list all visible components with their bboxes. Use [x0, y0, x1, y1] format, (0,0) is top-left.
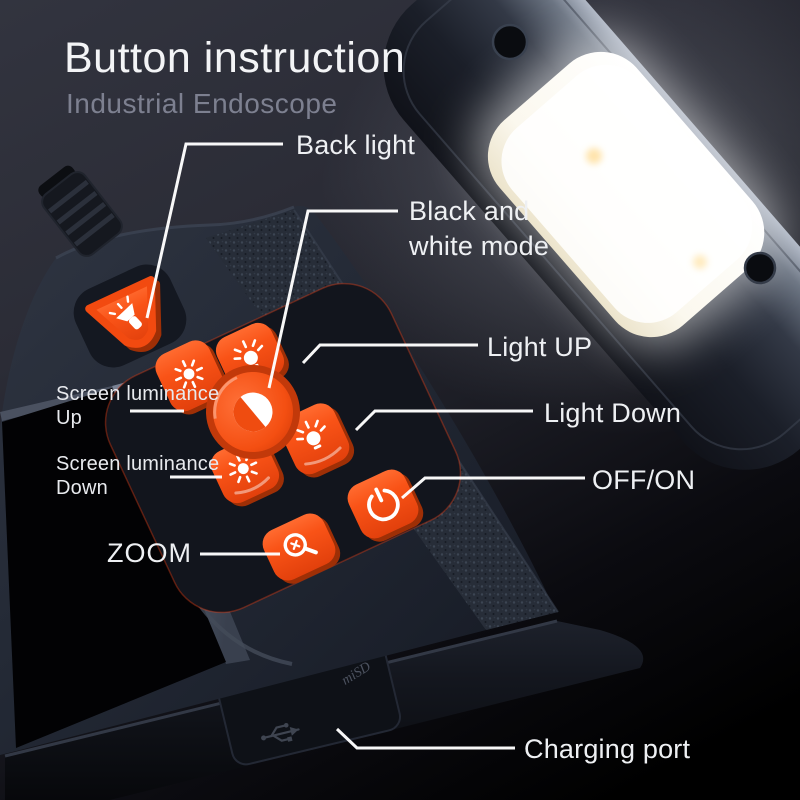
black-white-mode-button	[206, 365, 300, 459]
light-down-button	[280, 403, 355, 478]
usb-icon	[261, 722, 300, 742]
page-subtitle: Industrial Endoscope	[66, 88, 338, 119]
light-down-label: Light Down	[544, 398, 682, 428]
light-up-leader-line	[301, 343, 478, 365]
led-warm-dot	[693, 255, 707, 269]
charging-port-leader-line	[335, 727, 515, 750]
light-up-label: Light UP	[487, 332, 593, 362]
black-white-mode-label: Black and white mode	[409, 196, 550, 261]
off-on-label: OFF/ON	[592, 465, 696, 495]
power-button	[347, 469, 424, 542]
off-on-leader-line	[401, 476, 585, 500]
black-white-mode-leader-line	[267, 209, 398, 389]
screw-hole	[491, 23, 529, 61]
screen-luminance-up-label: Screen luminance Up	[56, 383, 220, 429]
led-warm-dot	[586, 148, 602, 164]
contrast-icon	[233, 392, 273, 432]
screw-hole	[743, 251, 777, 285]
zoom-label: ZOOM	[107, 538, 192, 568]
charging-port-label: Charging port	[524, 734, 691, 764]
back-light-button	[85, 276, 162, 353]
back-light-leader-line	[145, 142, 283, 319]
zoom-button	[262, 513, 341, 584]
screen-luminance-down-label: Screen luminance Down	[56, 453, 220, 499]
back-light-label: Back light	[296, 130, 416, 160]
light-down-leader-line	[354, 409, 533, 432]
probe-mount-knob	[38, 165, 123, 257]
page-title: Button instruction	[64, 34, 406, 82]
display-screen	[2, 388, 226, 748]
